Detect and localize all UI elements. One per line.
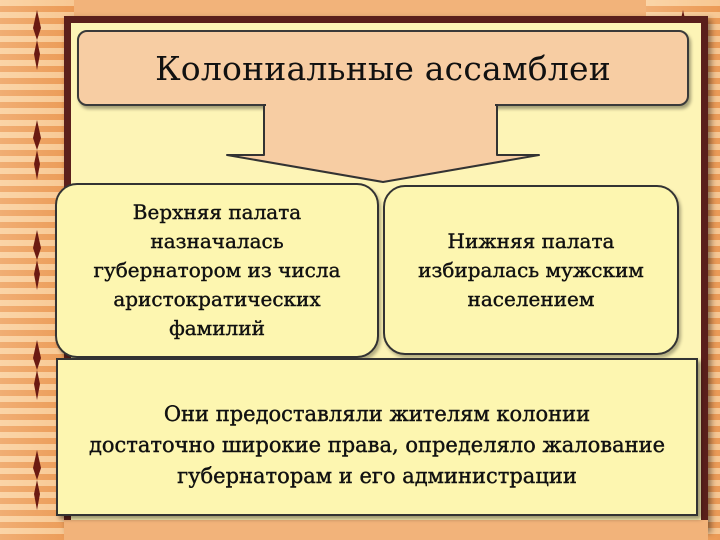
rights-text: Они предоставляли жителям колонии достат… bbox=[53, 383, 701, 492]
text-line: аристократических bbox=[93, 285, 340, 314]
text-line: населением bbox=[418, 285, 644, 314]
text-line: избиралась мужским bbox=[418, 256, 644, 285]
text-line: губернатором из числа bbox=[93, 256, 340, 285]
text-line: назначалась bbox=[93, 227, 340, 256]
text-line: Они предоставляли жителям колонии bbox=[89, 399, 665, 430]
upper-house-box: Верхняя палата назначалась губернатором … bbox=[55, 183, 379, 358]
text-line: Верхняя палата bbox=[93, 198, 340, 227]
rights-box: Они предоставляли жителям колонии достат… bbox=[56, 358, 698, 516]
lower-house-text: Нижняя палата избиралась мужским населен… bbox=[418, 227, 644, 314]
lower-house-box: Нижняя палата избиралась мужским населен… bbox=[383, 185, 679, 355]
upper-house-text: Верхняя палата назначалась губернатором … bbox=[93, 198, 340, 343]
text-line: Нижняя палата bbox=[418, 227, 644, 256]
text-line: фамилий bbox=[93, 314, 340, 343]
text-line: губернаторам и его администрации bbox=[89, 461, 665, 492]
text-line: достаточно широкие права, определяло жал… bbox=[89, 430, 665, 461]
